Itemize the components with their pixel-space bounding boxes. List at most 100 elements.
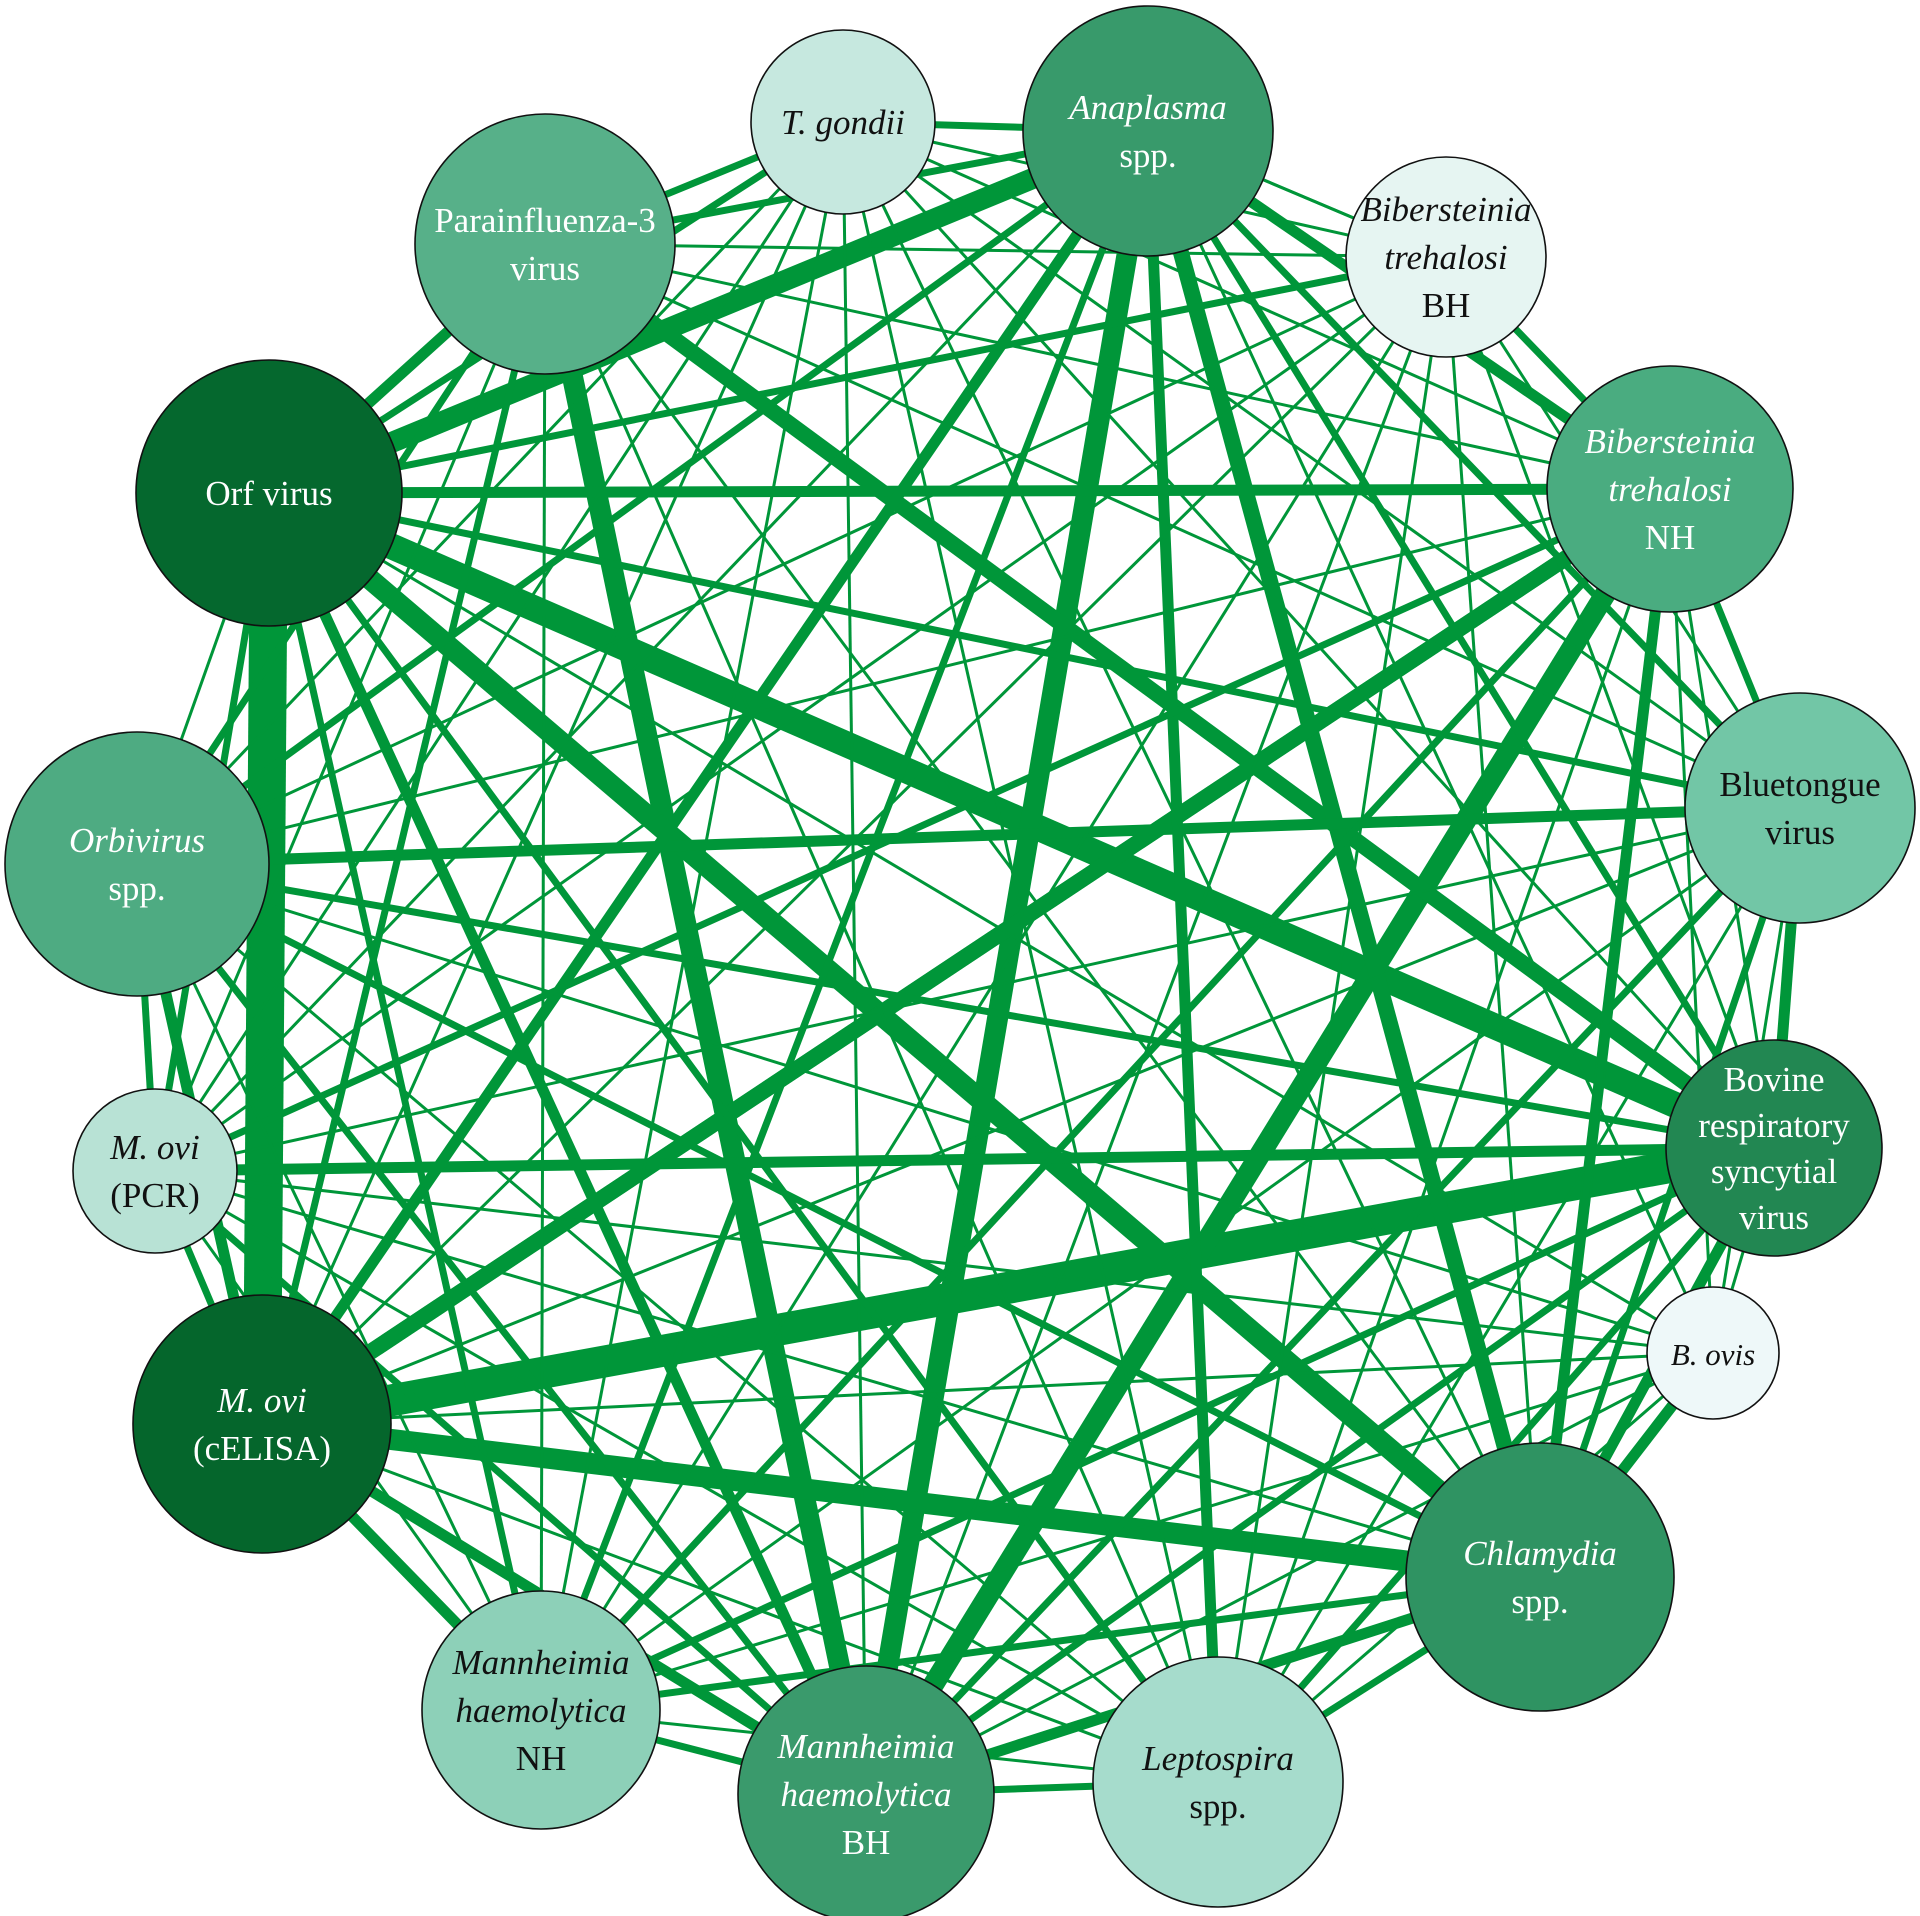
node-circle-brsv (1665, 1039, 1883, 1257)
node-circle-chlamydia (1405, 1442, 1675, 1712)
node-bovis: B. ovis (1646, 1286, 1780, 1420)
node-circle-mh_nh (421, 1590, 661, 1830)
node-label-chlamydia-1: spp. (1511, 1582, 1568, 1621)
node-label-leptospira-0: Leptospira (1141, 1739, 1294, 1778)
edge-leptospira-bt_nh (1216, 488, 1672, 1783)
node-circle-anaplasma (1022, 5, 1274, 257)
node-circle-bt_nh (1546, 365, 1794, 613)
edge-anaplasma-chlamydia (1140, 128, 1548, 1580)
node-label-brsv-0: Bovine (1723, 1060, 1824, 1099)
node-circle-orbivirus (4, 731, 270, 997)
edge-tgondii-bluetongue (842, 120, 1801, 810)
edge-orbivirus-brsv (136, 860, 1775, 1152)
node-label-leptospira-1: spp. (1189, 1787, 1246, 1826)
edge-bt_bh-brsv (1444, 256, 1776, 1149)
edge-bt_bh-orbivirus (136, 255, 1447, 866)
edge-bovis-anaplasma (1146, 130, 1715, 1354)
edge-bluetongue-movi_celisa (261, 806, 1801, 1426)
node-label-bluetongue-1: virus (1765, 813, 1835, 852)
node-circle-bt_bh (1345, 156, 1547, 358)
node-label-brsv-1: respiratory (1698, 1106, 1850, 1145)
edge-orf-mh_bh (264, 490, 871, 1797)
node-tgondii: T. gondii (750, 29, 936, 215)
edge-bt_bh-leptospira (1216, 256, 1448, 1783)
node-circle-movi_celisa (132, 1294, 392, 1554)
node-circle-tgondii (750, 29, 936, 215)
edge-chlamydia-mh_nh (540, 1573, 1541, 1714)
edge-leptospira-movi_celisa (261, 1422, 1219, 1784)
edge-anaplasma-orbivirus (134, 128, 1151, 867)
edge-movi_celisa-orf (243, 492, 288, 1425)
edge-bovis-orbivirus (136, 862, 1714, 1355)
node-label-bt_bh-0: Bibersteinia (1360, 190, 1531, 229)
edge-tgondii-brsv (841, 120, 1776, 1150)
edge-pi3-bt_nh (544, 242, 1671, 491)
node-label-bluetongue-0: Bluetongue (1719, 765, 1880, 804)
edge-orbivirus-mh_nh (135, 863, 543, 1711)
edge-bt_bh-mh_bh (864, 256, 1448, 1795)
edge-bluetongue-mh_nh (540, 806, 1801, 1712)
edge-bt_bh-chlamydia (1444, 256, 1542, 1578)
edge-bovis-mh_nh (540, 1351, 1714, 1712)
edge-brsv-mh_bh (863, 1145, 1777, 1797)
node-label-mh_nh-0: Mannheimia (452, 1643, 630, 1682)
edge-movi_pcr-bt_nh (153, 485, 1672, 1175)
node-label-bt_nh-2: NH (1645, 518, 1696, 557)
node-label-bt_nh-1: trehalosi (1608, 470, 1731, 509)
node-label-brsv-3: virus (1739, 1198, 1809, 1237)
edge-bovis-orf (268, 491, 1714, 1355)
node-circle-bluetongue (1684, 692, 1916, 924)
node-movi_pcr: M. ovi(PCR) (72, 1088, 238, 1254)
node-leptospira: Leptospira spp. (1092, 1656, 1344, 1908)
node-label-orf-0: Orf virus (205, 474, 332, 513)
edge-anaplasma-brsv (1145, 129, 1777, 1150)
edge-bt_bh-movi_pcr (154, 255, 1447, 1173)
node-circle-orf (135, 359, 403, 627)
node-label-chlamydia-0: Chlamydia (1463, 1534, 1617, 1573)
edge-tgondii-movi_celisa (260, 121, 845, 1425)
node-circle-leptospira (1092, 1656, 1344, 1908)
node-brsv: Bovine respiratory syncytial virus (1665, 1039, 1883, 1257)
node-label-pi3-0: Parainfluenza-3 (434, 201, 656, 240)
edge-movi_pcr-pi3 (153, 243, 547, 1172)
node-label-orbivirus-1: spp. (108, 869, 165, 908)
node-circle-pi3 (414, 113, 676, 375)
edge-bt_nh-mh_nh (538, 486, 1673, 1713)
node-circle-movi_pcr (72, 1088, 238, 1254)
edge-movi_pcr-bovis (154, 1169, 1714, 1355)
edge-brsv-mh_nh (539, 1144, 1776, 1714)
edge-pi3-mh_bh (534, 241, 877, 1797)
edge-movi_pcr-brsv (154, 1142, 1775, 1177)
node-label-movi_celisa-1: (cELISA) (193, 1429, 331, 1468)
node-label-brsv-2: syncytial (1711, 1152, 1838, 1191)
edge-pi3-mh_nh (539, 243, 547, 1711)
node-label-movi_celisa-0: M. ovi (216, 1381, 306, 1420)
node-chlamydia: Chlamydia spp. (1405, 1442, 1675, 1712)
edge-orbivirus-leptospira (136, 862, 1219, 1784)
edge-bt_nh-chlamydia (1536, 488, 1674, 1578)
edge-tgondii-mh_nh (539, 121, 845, 1711)
node-label-mh_bh-1: haemolytica (780, 1775, 951, 1814)
edge-movi_pcr-anaplasma (153, 129, 1150, 1173)
edge-tgondii-mh_bh (841, 121, 868, 1795)
edge-anaplasma-mh_nh (537, 129, 1152, 1712)
node-movi_celisa: M. ovi (cELISA) (132, 1294, 392, 1554)
edge-movi_pcr-mh_bh (152, 1168, 869, 1797)
edge-movi_pcr-chlamydia (154, 1169, 1541, 1579)
node-circle-mh_bh (737, 1665, 995, 1916)
node-orf: Orf virus (135, 359, 403, 627)
edge-orf-leptospira (266, 490, 1221, 1785)
node-label-mh_nh-2: NH (516, 1739, 567, 1778)
edge-orbivirus-chlamydia (135, 860, 1542, 1581)
node-label-bt_bh-2: BH (1422, 286, 1471, 325)
node-label-bt_bh-1: trehalosi (1384, 238, 1507, 277)
edge-pi3-chlamydia (543, 243, 1542, 1578)
